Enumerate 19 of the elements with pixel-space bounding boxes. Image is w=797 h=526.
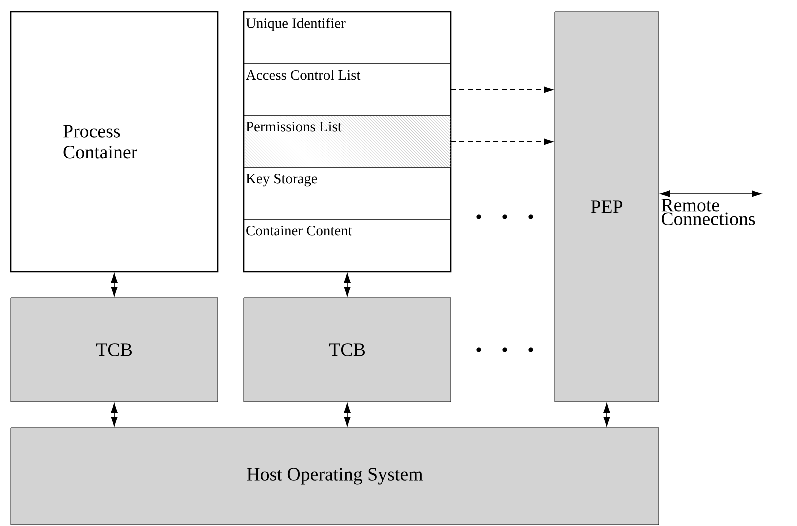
hatched-list-row: Permissions List	[244, 116, 452, 168]
list-row: Key Storage	[244, 168, 452, 220]
component-box: TCB	[244, 298, 452, 402]
component-box: Host Operating System	[10, 428, 660, 526]
arrow	[111, 402, 118, 428]
arrow	[451, 86, 555, 94]
arrow	[451, 138, 555, 146]
edge-label: Remote Connections	[662, 199, 756, 226]
container-box: Process Container	[10, 11, 219, 273]
arrow	[604, 402, 610, 428]
list-row: Access Control List	[244, 64, 452, 116]
arrow	[659, 190, 763, 198]
list-row: Unique Identifier	[244, 12, 452, 64]
arrow	[344, 272, 351, 298]
arrow	[111, 272, 118, 298]
arrow	[344, 402, 351, 428]
list-row: Container Content	[244, 220, 452, 272]
component-box: PEP	[554, 12, 660, 402]
component-box: TCB	[10, 298, 218, 402]
